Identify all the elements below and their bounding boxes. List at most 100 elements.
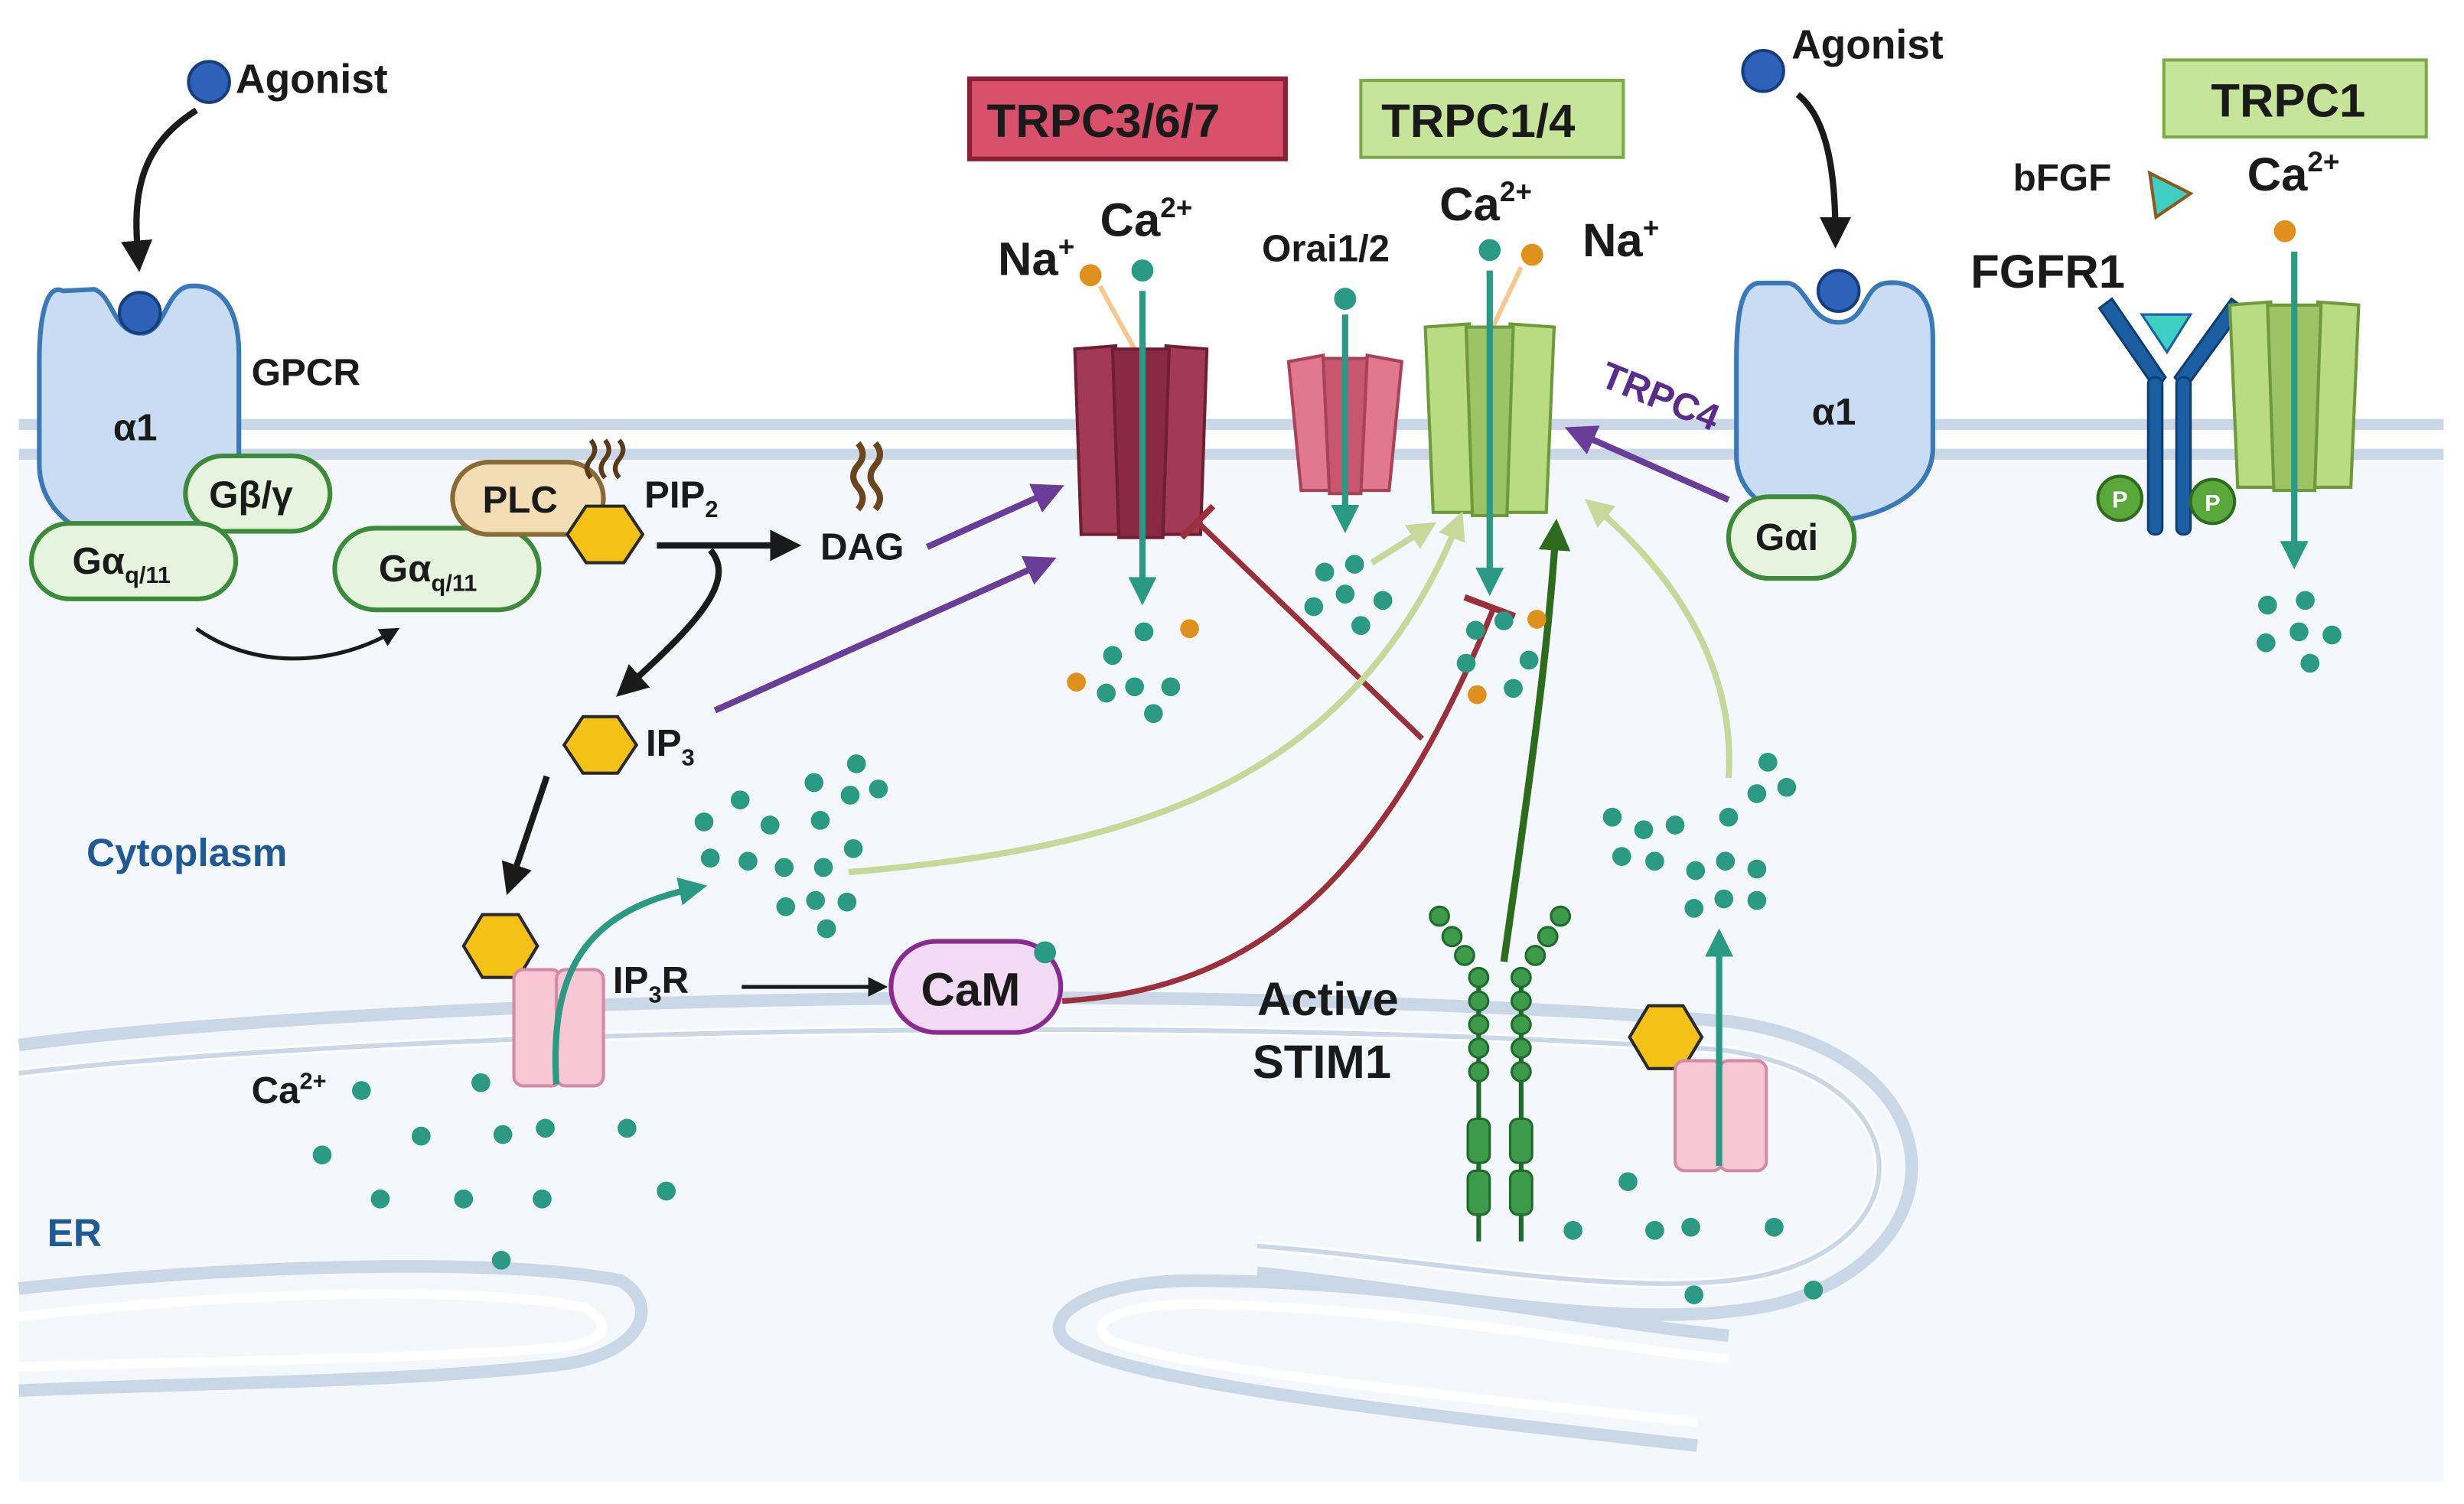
plc-enzyme xyxy=(450,460,606,537)
calcium-ion xyxy=(1665,815,1685,835)
dag-lipid-tails xyxy=(850,441,884,512)
pip2-lipid-tails xyxy=(584,438,626,480)
calcium-ion xyxy=(700,848,720,868)
calcium-ion xyxy=(1747,859,1767,879)
ca-label-er: Ca2+ xyxy=(252,1067,327,1111)
ip3-label: IP3 xyxy=(646,722,695,770)
calcium-ion xyxy=(804,773,824,793)
gpcr-receptor-right xyxy=(1734,280,1935,525)
agonist-label-left: Agonist xyxy=(236,57,388,103)
gaq-label-free: Gαq/11 xyxy=(379,548,477,596)
calcium-ion xyxy=(1494,611,1514,630)
calcium-ion xyxy=(1519,650,1539,670)
stim1-dimer xyxy=(1429,905,1572,1242)
calcium-ion xyxy=(694,812,714,832)
sodium-ion xyxy=(1079,264,1102,287)
gaq-label-bound: Gαq/11 xyxy=(72,540,171,588)
calcium-ion xyxy=(1134,622,1154,642)
calmodulin xyxy=(888,939,1064,1035)
calcium-ion xyxy=(491,1251,511,1270)
bfgf-bound xyxy=(2140,313,2193,355)
calcium-ion xyxy=(2290,622,2309,642)
calcium-ion xyxy=(1716,851,1736,871)
calcium-ion xyxy=(1334,288,1357,310)
calcium-ion xyxy=(1777,777,1797,797)
agonist-label-right: Agonist xyxy=(1791,22,1944,67)
calcium-ion xyxy=(1103,646,1123,666)
gpcr-label: GPCR xyxy=(252,351,360,393)
calcium-ion xyxy=(1684,1285,1704,1304)
trpc14-label-box xyxy=(1359,79,1625,159)
trpc14-label: TRPC1/4 xyxy=(1381,95,1575,148)
calcium-ion xyxy=(869,779,888,799)
dag-label: DAG xyxy=(820,526,904,568)
calcium-ion xyxy=(1765,1217,1784,1237)
calcium-ion xyxy=(846,754,866,773)
calcium-ion xyxy=(370,1189,390,1209)
trpc367-label-box xyxy=(966,76,1288,161)
sodium-ion xyxy=(1520,243,1543,266)
calcium-ion xyxy=(2256,633,2276,653)
calcium-ion xyxy=(536,1118,555,1138)
sodium-ion xyxy=(1067,672,1087,692)
calcium-influx-ion xyxy=(2273,220,2296,243)
sodium-ion xyxy=(1527,610,1547,629)
calcium-ion xyxy=(1684,899,1704,918)
calcium-ion xyxy=(843,838,863,858)
gai-subunit xyxy=(1726,494,1857,581)
calcium-ion xyxy=(533,1189,552,1209)
calcium-ion xyxy=(1634,820,1654,839)
calcium-ion xyxy=(2322,625,2342,645)
calcium-ion xyxy=(2300,653,2320,673)
alpha1-label-right: α1 xyxy=(1812,391,1856,433)
agonist-ligand-right xyxy=(1741,49,1785,93)
calcium-ion xyxy=(1456,653,1476,673)
calcium-ion xyxy=(618,1118,637,1138)
er-label: ER xyxy=(47,1211,102,1255)
ca-label-trpc1: Ca2+ xyxy=(2247,146,2340,201)
er-membrane xyxy=(18,991,1918,1452)
calcium-ion xyxy=(806,890,826,910)
calcium-ion xyxy=(1563,1220,1582,1240)
calcium-ion xyxy=(1804,1281,1824,1300)
calcium-ion xyxy=(1465,620,1485,640)
calcium-ion xyxy=(2296,591,2315,610)
calcium-ion xyxy=(1747,784,1767,803)
calcium-ion xyxy=(1144,704,1163,724)
calcium-ion xyxy=(760,815,780,835)
ca-label-trpc367: Ca2+ xyxy=(1100,192,1193,247)
calcium-ion xyxy=(493,1125,513,1144)
trpc367-label: TRPC3/6/7 xyxy=(987,95,1221,148)
calcium-ion xyxy=(1612,847,1631,866)
calcium-ion xyxy=(1602,807,1622,827)
calcium-ion xyxy=(454,1189,474,1209)
sodium-ion xyxy=(1180,619,1199,639)
calcium-ion xyxy=(816,919,836,939)
calcium-ion xyxy=(657,1181,676,1201)
calcium-ion xyxy=(352,1081,371,1100)
phospho-site-left xyxy=(2096,474,2144,522)
trpc1-label-box xyxy=(2162,58,2428,139)
calcium-ion xyxy=(1714,889,1734,909)
calcium-ion xyxy=(1758,753,1778,772)
pip2-headgroup xyxy=(565,504,645,565)
fgfr1-receptor xyxy=(2097,297,2246,536)
calcium-ion xyxy=(730,790,750,809)
trpc1-label: TRPC1 xyxy=(2211,74,2365,127)
calcium-ion xyxy=(471,1073,491,1092)
ca-label-trpc14: Ca2+ xyxy=(1439,176,1532,231)
calcium-ion xyxy=(1373,591,1393,610)
calcium-ion xyxy=(1504,679,1523,698)
calcium-ion xyxy=(1681,1217,1700,1237)
gbg-subunit xyxy=(183,453,333,534)
bound-agonist-left xyxy=(118,291,162,335)
calcium-ion xyxy=(1097,683,1116,703)
bfgf-label: bFGF xyxy=(2013,157,2112,199)
bfgf-ligand xyxy=(2147,170,2194,220)
calcium-ion xyxy=(776,897,796,916)
calcium-ion xyxy=(1645,851,1664,871)
calcium-ion xyxy=(1747,890,1767,910)
trpc14-channel xyxy=(1423,322,1556,517)
cytoplasm-label: Cytoplasm xyxy=(86,831,287,874)
